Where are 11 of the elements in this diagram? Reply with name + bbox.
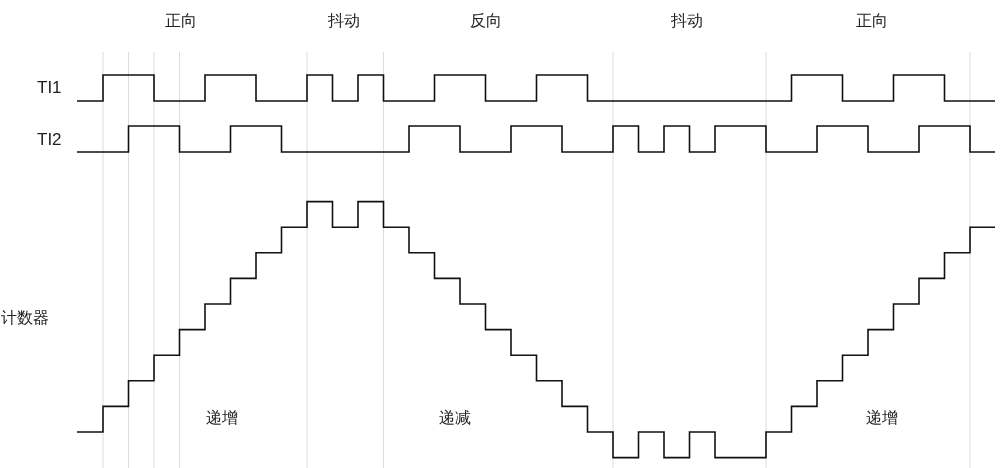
trend-label: 递增 — [206, 409, 238, 427]
phase-label: 抖动 — [671, 12, 703, 30]
phase-label: 正向 — [856, 12, 888, 30]
trend-label: 递减 — [439, 409, 471, 427]
phase-label: 正向 — [165, 12, 197, 30]
trend-label: 递增 — [866, 409, 898, 427]
axis-label: 计数器 — [1, 309, 49, 327]
phase-label: 抖动 — [328, 12, 360, 30]
signal-name: TI2 — [37, 131, 62, 149]
phase-label: 反向 — [470, 12, 502, 30]
signal-name: TI1 — [37, 79, 62, 97]
